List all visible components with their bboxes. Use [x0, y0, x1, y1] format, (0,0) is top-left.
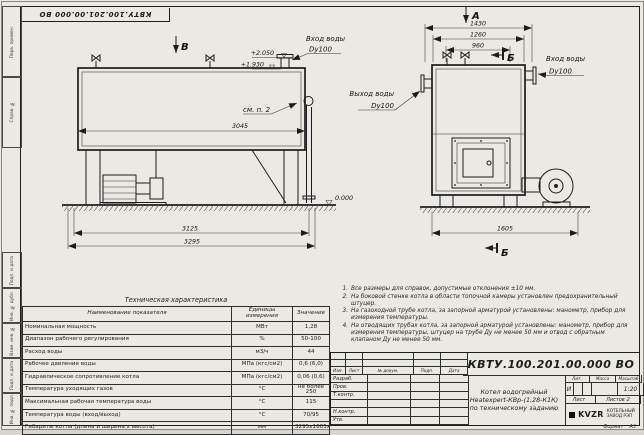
- kvzr-logo-text: KVZR: [578, 410, 604, 419]
- view-marker-a: А: [471, 11, 480, 22]
- drawing-frame: [20, 6, 640, 426]
- section-marker-b-top: Б: [507, 53, 515, 64]
- view-marker-b: В: [181, 42, 189, 53]
- access-panel: [451, 137, 511, 189]
- notes: 1.Все размеры для справок, допустимые от…: [340, 286, 634, 345]
- note-item: 1.Все размеры для справок, допустимые от…: [342, 286, 536, 292]
- ground-hatch: [62, 205, 336, 211]
- lit-mass-scale-values: И 1:20: [565, 383, 644, 396]
- change-header-row: Изм. Лист № докум. Подп. Дата: [331, 367, 468, 375]
- ground-hatch: [420, 207, 590, 213]
- elevation-label-top: +2.050: [251, 50, 274, 57]
- tech-characteristics: Техническая характеристика Наименование …: [22, 296, 330, 435]
- note-item: 4.На отводящих трубах котла, за запорной…: [342, 323, 628, 343]
- role-row: Разраб.: [331, 375, 469, 384]
- front-inlet-size: Dy100: [549, 68, 572, 76]
- dim-3045: 3045: [232, 123, 248, 130]
- rear-downpipe: [302, 105, 316, 203]
- outlet-size: Dy100: [371, 102, 394, 110]
- margin-box-inv-dubl: Инв. № дубл.: [2, 287, 22, 324]
- elevation-marks: [252, 53, 293, 70]
- tech-table-title: Техническая характеристика: [124, 296, 228, 304]
- top-stamp: КВТУ.100.201.00.000 ВО: [21, 7, 170, 22]
- front-inlet-label: Вход воды: [546, 55, 586, 63]
- inlet-nozzle-front: [525, 66, 537, 85]
- boiler-side-view: +2.050 +1.930 Вход воды Dy100 В см. п. 2: [62, 35, 353, 249]
- dim-1260: 1260: [470, 32, 486, 39]
- note-item: 3.На газоходной трубе котла, за запорной…: [342, 308, 626, 322]
- outlet-nozzle: [420, 74, 432, 93]
- safety-valve-icon: [205, 54, 215, 68]
- side-inlet-size: Dy100: [309, 46, 332, 54]
- see-note-ref: см. п. 2: [243, 106, 271, 114]
- outlet-label: Выход воды: [349, 90, 394, 98]
- lit-mass-scale-header: Лит. Масса Масштаб: [565, 375, 642, 383]
- section-marker-b-bottom: Б: [501, 248, 509, 259]
- sheet-row: Лист Листов 2: [565, 396, 641, 404]
- dim-1605: 1605: [497, 226, 513, 233]
- margin-box-inv-podl: Инв. № подл.: [2, 392, 22, 426]
- role-row: Н.контр.: [331, 408, 469, 417]
- safety-valve-icon: [460, 51, 470, 65]
- kvzr-logo-icon: [569, 411, 576, 418]
- blower-fan: [521, 168, 574, 208]
- elevation-label-zero: 0.000: [335, 195, 353, 202]
- note-item: 2.На боковой стенке котла в области топо…: [342, 293, 618, 307]
- margin-box-podp-data-2: Подп. и дата: [2, 357, 22, 394]
- scale-value: 1:20: [618, 383, 644, 396]
- margin-box-sprav: Справ. №: [2, 76, 22, 148]
- role-row: Т.контр.: [331, 391, 469, 400]
- company-cell: KVZR КОТЕЛЬНЫЙ ЗАВОД РЭП: [565, 404, 639, 425]
- safety-valve-icon: [442, 51, 452, 65]
- tech-row: Габариты котла (длина и ширина х высота)…: [22, 421, 330, 435]
- dim-3295: 3295: [184, 239, 200, 246]
- safety-valve-icon: [91, 54, 101, 68]
- support-frame: [85, 149, 299, 206]
- margin-box-podp-data-1: Подп. и дата: [2, 252, 22, 289]
- role-row: Утв.: [331, 416, 469, 425]
- doc-number: КВТУ.100.201.00.000 ВО: [463, 353, 639, 376]
- boiler-front-view: А 1430 1260 960 Б: [349, 6, 590, 259]
- margin-box-perv-primen: Перв. примен.: [2, 6, 22, 78]
- tech-table: Наименование показателя Единицы измерени…: [22, 306, 330, 435]
- side-fitting: [303, 96, 314, 106]
- title-block: Изм. Лист № докум. Подп. Дата Разраб. Пр…: [330, 352, 644, 425]
- company-name: КОТЕЛЬНЫЙ ЗАВОД РЭП: [606, 408, 635, 419]
- dim-3125: 3125: [182, 226, 198, 233]
- product-name: Котел водогрейный Heatexpert-КВр-(1,28-К…: [463, 375, 566, 425]
- burner-motor: [99, 150, 167, 206]
- dim-1430: 1430: [470, 21, 486, 28]
- tech-header-row: Наименование показателя Единицы измерени…: [22, 306, 330, 322]
- tech-row: Диапазон рабочего регулирования%50-100: [22, 333, 330, 347]
- format-strip: Формат А3: [603, 424, 636, 430]
- role-row: Пров.: [331, 383, 469, 392]
- elevation-label-mid: +1.930: [241, 62, 264, 69]
- side-inlet-label: Вход воды: [306, 35, 346, 43]
- role-row: [331, 400, 469, 409]
- dim-960: 960: [472, 43, 484, 50]
- inlet-nozzle: [276, 54, 294, 68]
- margin-box-vzam-inv: Взам. инв. №: [2, 322, 22, 359]
